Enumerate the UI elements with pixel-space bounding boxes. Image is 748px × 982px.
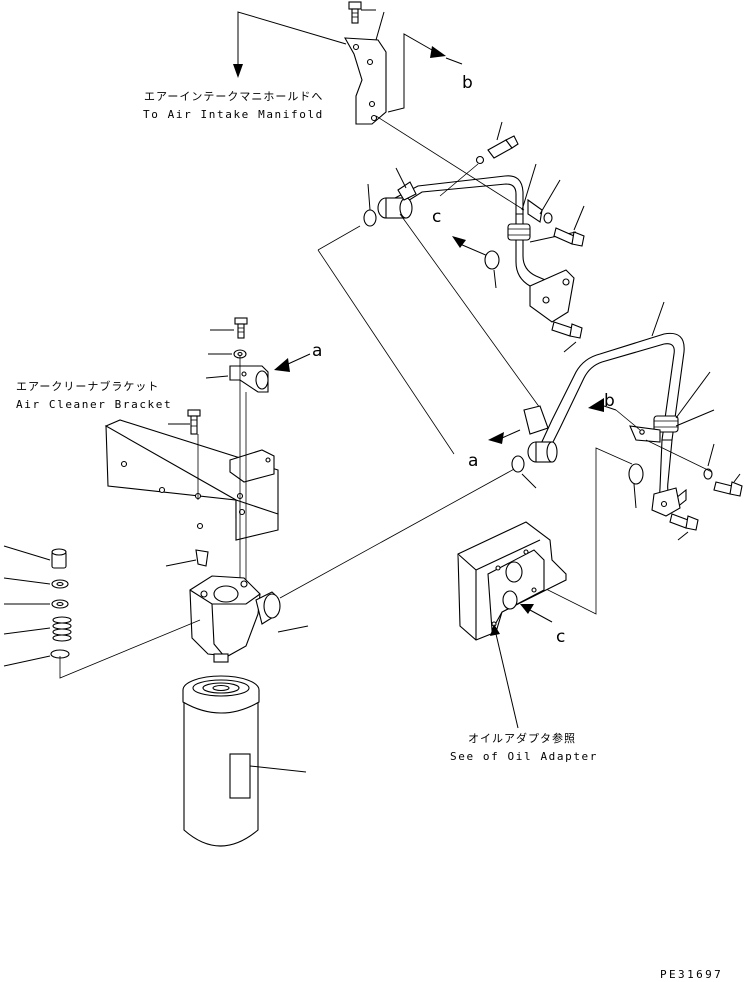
ref-c-top: c: [432, 207, 441, 227]
bracket-washer: [208, 349, 247, 359]
filter-head-plug: [165, 549, 209, 567]
ref-b-lower: b: [604, 391, 615, 411]
filter-valve-stack: [50, 548, 72, 659]
filter-cartridge: [182, 675, 307, 847]
air-cleaner-label-jp: エアークリーナブラケット: [16, 379, 159, 393]
air-cleaner-label-en: Air Cleaner Bracket: [16, 398, 172, 411]
filter-head: [189, 575, 309, 663]
clamp-bolt: [543, 205, 585, 247]
small-bracket: [205, 365, 269, 393]
ref-a-bracket: a: [312, 341, 322, 361]
air-intake-label-jp: エアーインテークマニホールドへ: [144, 90, 323, 103]
ref-c-lower: c: [556, 627, 565, 647]
oil-adapter: [457, 521, 567, 641]
top-bolt: [348, 1, 376, 24]
upper-pipe: [377, 175, 575, 323]
flange-bolt-upper: [551, 321, 583, 353]
oil-adapter-label-jp: オイルアダプタ参照: [468, 731, 576, 745]
flange-bolt-lower: [669, 513, 699, 541]
pipe-bolt-right: [703, 443, 743, 497]
drawing-code: PE31697: [660, 968, 723, 981]
manifold-bracket: [344, 11, 387, 125]
ref-a-lower: a: [468, 451, 478, 471]
pipe-bolt-top: [475, 121, 519, 165]
o-ring-upper-right: [484, 250, 500, 270]
oil-adapter-label-en: See of Oil Adapter: [450, 750, 598, 763]
bracket-bolt-side: [168, 409, 201, 435]
bracket-bolt-top: [210, 317, 248, 339]
air-cleaner-bracket: [104, 419, 279, 541]
o-ring-lower: [511, 455, 525, 473]
air-intake-label-en: To Air Intake Manifold: [143, 108, 324, 121]
manifold-leader: [237, 11, 347, 64]
lower-pipe: [523, 332, 687, 517]
ref-b-top: b: [462, 73, 473, 93]
o-ring-right: [628, 463, 644, 485]
o-ring-upper: [363, 209, 377, 227]
